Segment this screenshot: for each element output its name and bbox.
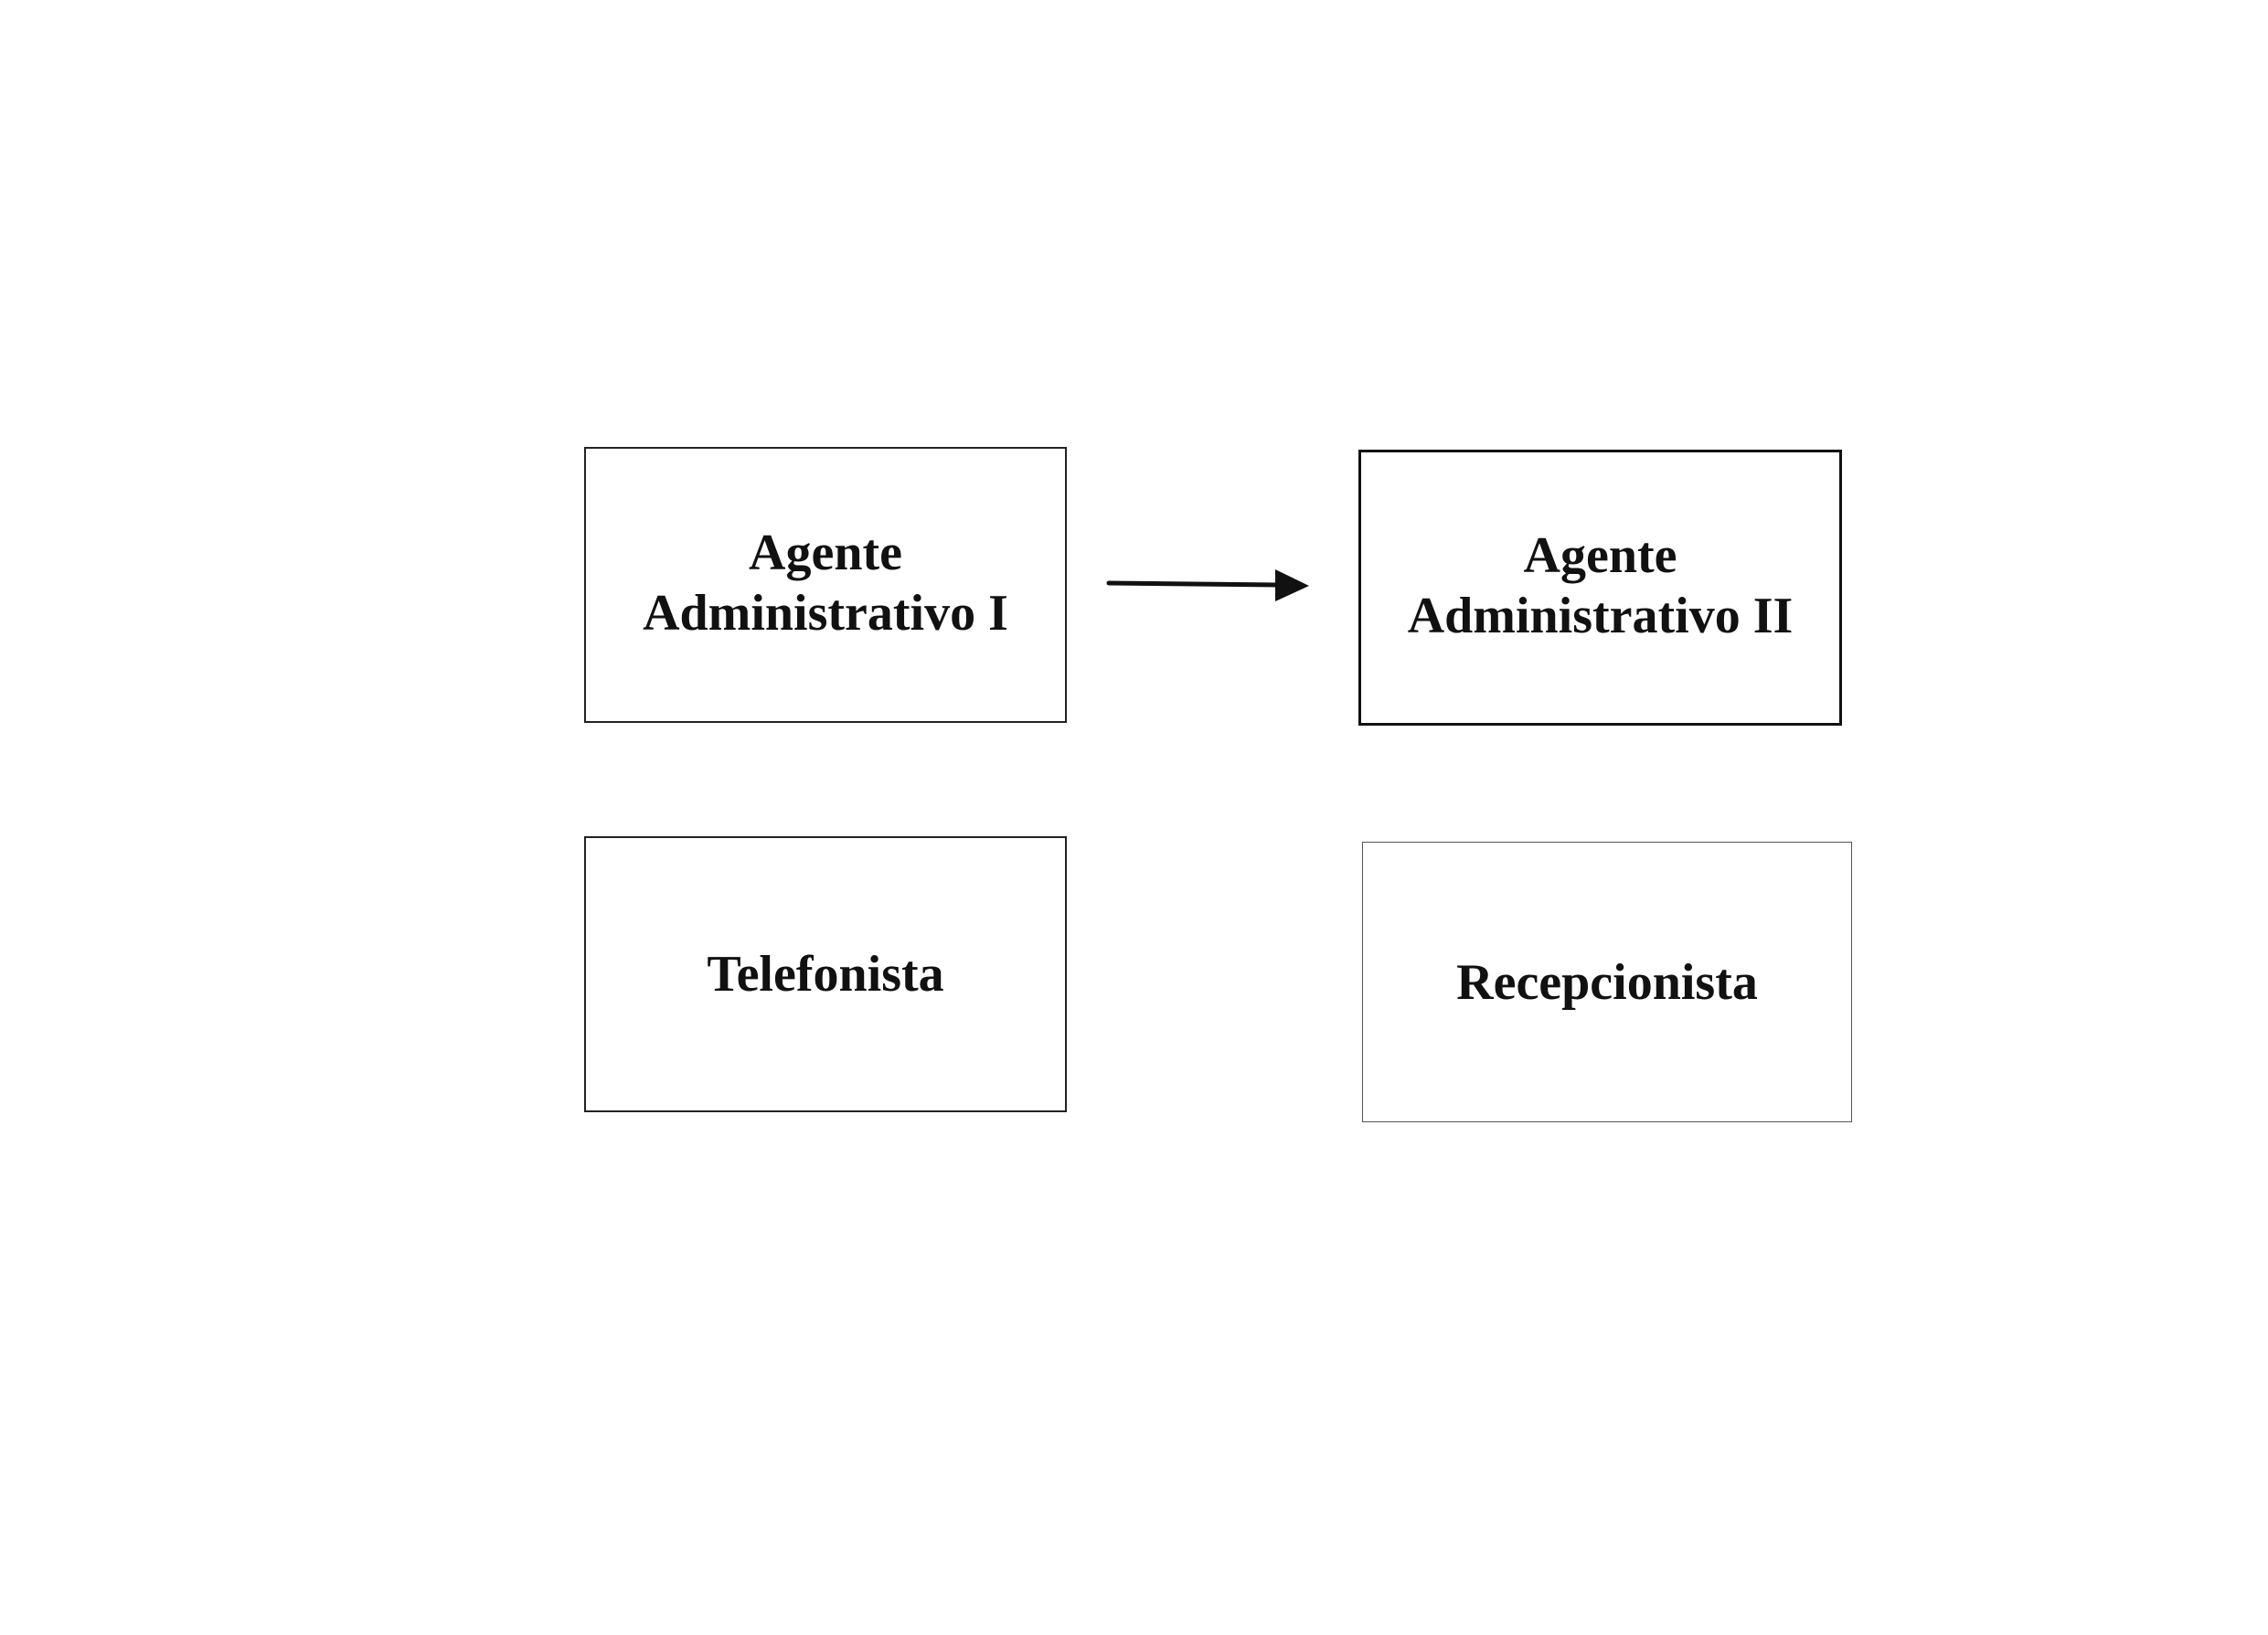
box-recepcionista: Recepcionista — [1362, 842, 1852, 1122]
box-label-telefonista: Telefonista — [707, 946, 944, 1003]
box-label-recepcionista: Recepcionista — [1456, 953, 1758, 1011]
arrow-shaft — [1106, 580, 1283, 588]
arrow-head-icon — [1275, 569, 1309, 601]
box-label-agente-administrativo-i: Agente Administrativo I — [643, 525, 1008, 642]
box-label-agente-administrativo-ii: Agente Administrativo II — [1407, 527, 1794, 644]
box-agente-administrativo-ii: Agente Administrativo II — [1358, 450, 1842, 726]
box-agente-administrativo-i: Agente Administrativo I — [584, 447, 1067, 723]
arrow-connector — [1106, 569, 1309, 601]
box-telefonista: Telefonista — [584, 836, 1067, 1112]
